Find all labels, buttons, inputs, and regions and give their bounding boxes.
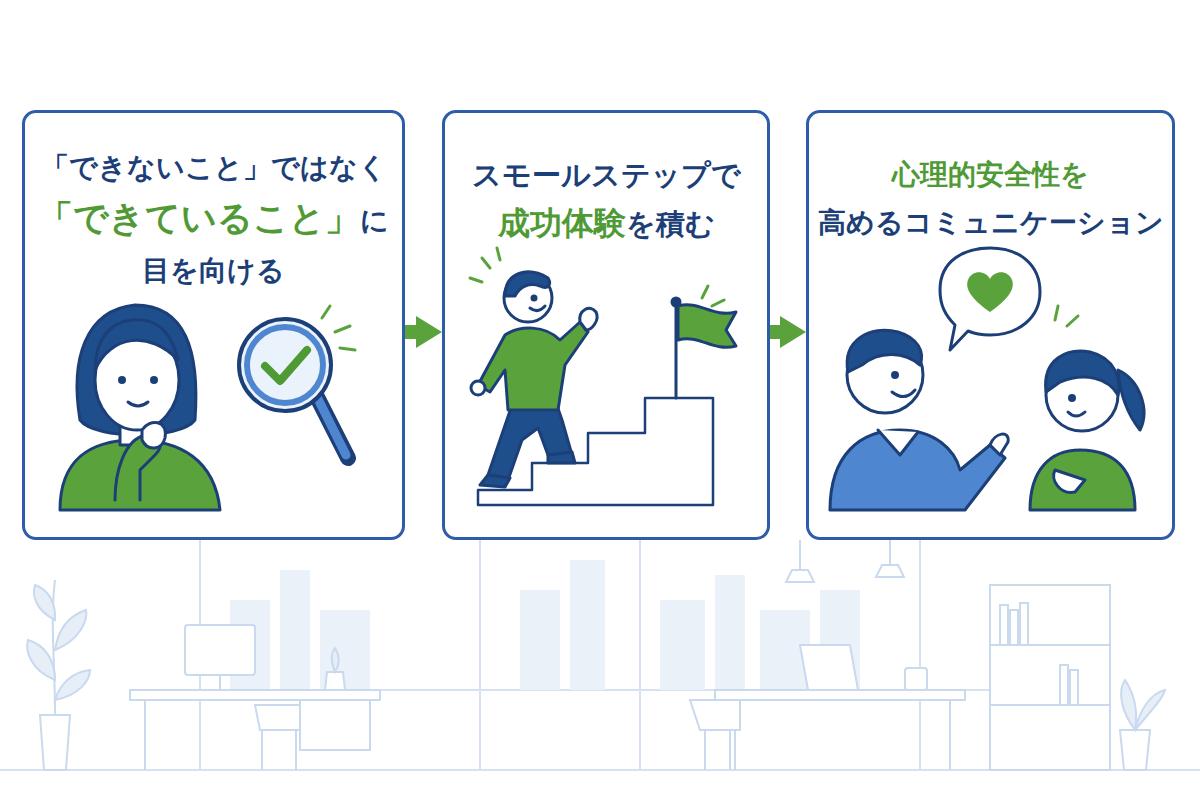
plain-text: 目を向ける: [142, 254, 285, 287]
heading-line: 心理的安全性を: [817, 151, 1164, 199]
plain-text: スモールステップで: [472, 158, 741, 192]
heading-line: 「できていること」に: [33, 193, 394, 246]
heading-line: 目を向ける: [33, 246, 394, 296]
panel-grounds: [22, 110, 1175, 540]
heading-line: 「できないこと」ではなく: [33, 143, 394, 193]
plain-text: 「できないこと」ではなく: [41, 151, 387, 184]
heading-line: 高めるコミュニケーション: [817, 199, 1164, 247]
woman-thinking: [60, 305, 220, 510]
step-panel: スモールステップで 成功体験を積む: [442, 110, 770, 540]
step-panel: 心理的安全性を 高めるコミュニケーション: [806, 110, 1175, 540]
panel-heading: 「できないこと」ではなく 「できていること」に 目を向ける: [33, 143, 394, 296]
office-furniture: [27, 540, 1165, 770]
plain-text: に: [360, 204, 389, 237]
highlight-text: 「できていること」: [38, 198, 360, 238]
step-panel: 「できないこと」ではなく 「できていること」に 目を向ける: [22, 110, 405, 540]
flow-arrow: [770, 325, 780, 339]
magnifier-icon: [239, 306, 355, 458]
heading-line: スモールステップで: [453, 151, 759, 199]
highlight-text: 心理的安全性を: [892, 158, 1089, 191]
flow-arrow: [405, 325, 416, 339]
heart-icon: [967, 272, 1013, 312]
plain-text: を積む: [626, 207, 715, 241]
heading-line: 成功体験を積む: [453, 199, 759, 248]
panel-heading: 心理的安全性を 高めるコミュニケーション: [817, 151, 1164, 247]
city-skyline: [230, 560, 860, 690]
office-scene: [0, 540, 1200, 770]
climbing-boy: [470, 248, 597, 487]
two-people-talking: [830, 248, 1144, 510]
highlight-text: 成功体験: [498, 204, 626, 242]
plain-text: 高めるコミュニケーション: [818, 206, 1164, 239]
panel-heading: スモールステップで 成功体験を積む: [453, 151, 759, 248]
